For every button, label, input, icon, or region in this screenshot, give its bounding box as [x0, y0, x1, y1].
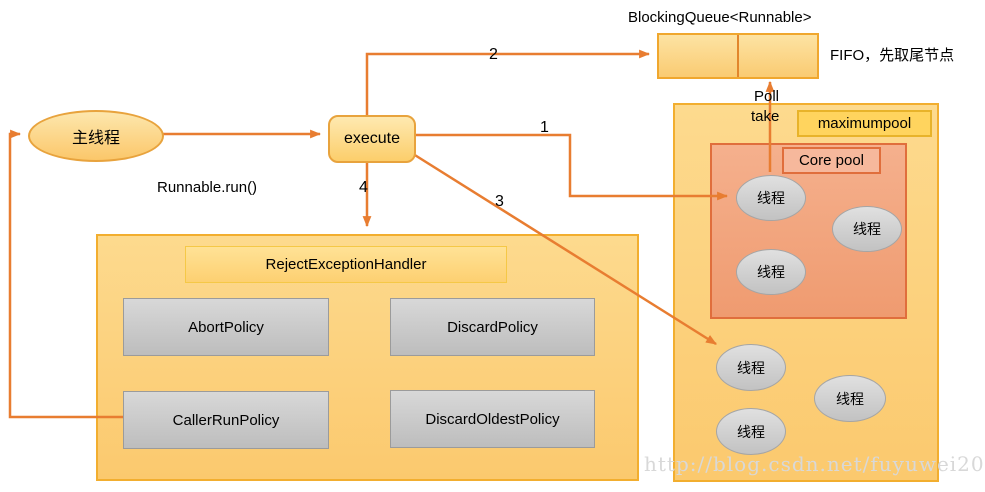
queue-divider [737, 35, 739, 77]
step-1-label: 1 [540, 119, 549, 136]
thread-ellipse: 线程 [814, 375, 886, 422]
thread-ellipse: 线程 [832, 206, 902, 252]
thread-ellipse: 线程 [736, 175, 806, 221]
maximumpool-label-box: maximumpool [797, 110, 932, 137]
arrow-execute-to-queue [365, 49, 651, 117]
core-pool-label-box: Core pool [782, 147, 881, 174]
blocking-queue-title: BlockingQueue<Runnable> [628, 9, 812, 26]
thread-ellipse: 线程 [736, 249, 806, 295]
fifo-note: FIFO，先取尾节点 [830, 47, 955, 64]
step-2-label: 2 [489, 46, 498, 63]
execute-box: execute [328, 115, 416, 163]
reject-exception-handler-box: RejectExceptionHandler [185, 246, 507, 283]
arrow-callerrun-to-mainthread [8, 129, 123, 419]
abort-policy-box: AbortPolicy [123, 298, 329, 356]
runnable-run-label: Runnable.run() [157, 179, 258, 196]
arrow-execute-to-corepool [412, 133, 729, 201]
main-thread-ellipse: 主线程 [28, 110, 164, 162]
poll-label: Poll [754, 88, 780, 105]
watermark: http://blog.csdn.net/fuyuwei2015 [644, 452, 985, 476]
take-label: take [751, 108, 780, 125]
step-3-label: 3 [495, 193, 504, 210]
thread-ellipse: 线程 [716, 408, 786, 455]
discard-oldest-policy-box: DiscardOldestPolicy [390, 390, 595, 448]
blocking-queue-box [657, 33, 819, 79]
step-4-label: 4 [359, 179, 368, 196]
thread-ellipse: 线程 [716, 344, 786, 391]
arrow-execute-to-maximumpool [409, 150, 717, 346]
caller-run-policy-box: CallerRunPolicy [123, 391, 329, 449]
discard-policy-box: DiscardPolicy [390, 298, 595, 356]
